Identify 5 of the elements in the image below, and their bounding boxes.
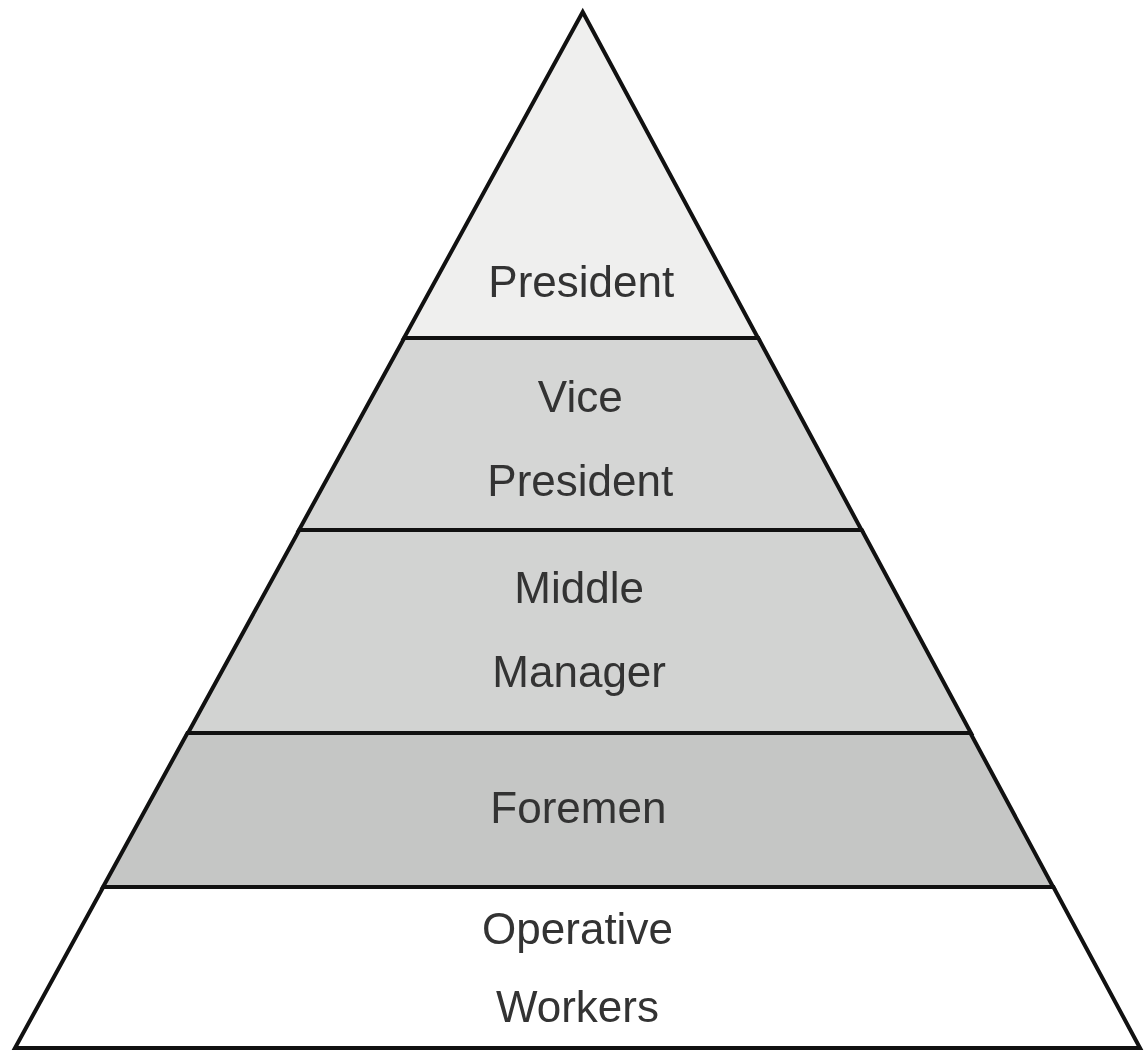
tier-label: President — [487, 256, 676, 308]
tier-label: Foremen — [489, 782, 668, 834]
tier-label: Operative Workers — [481, 903, 674, 1033]
tier-label: Vice President — [486, 371, 675, 507]
tier-label: Middle Manager — [491, 562, 667, 698]
